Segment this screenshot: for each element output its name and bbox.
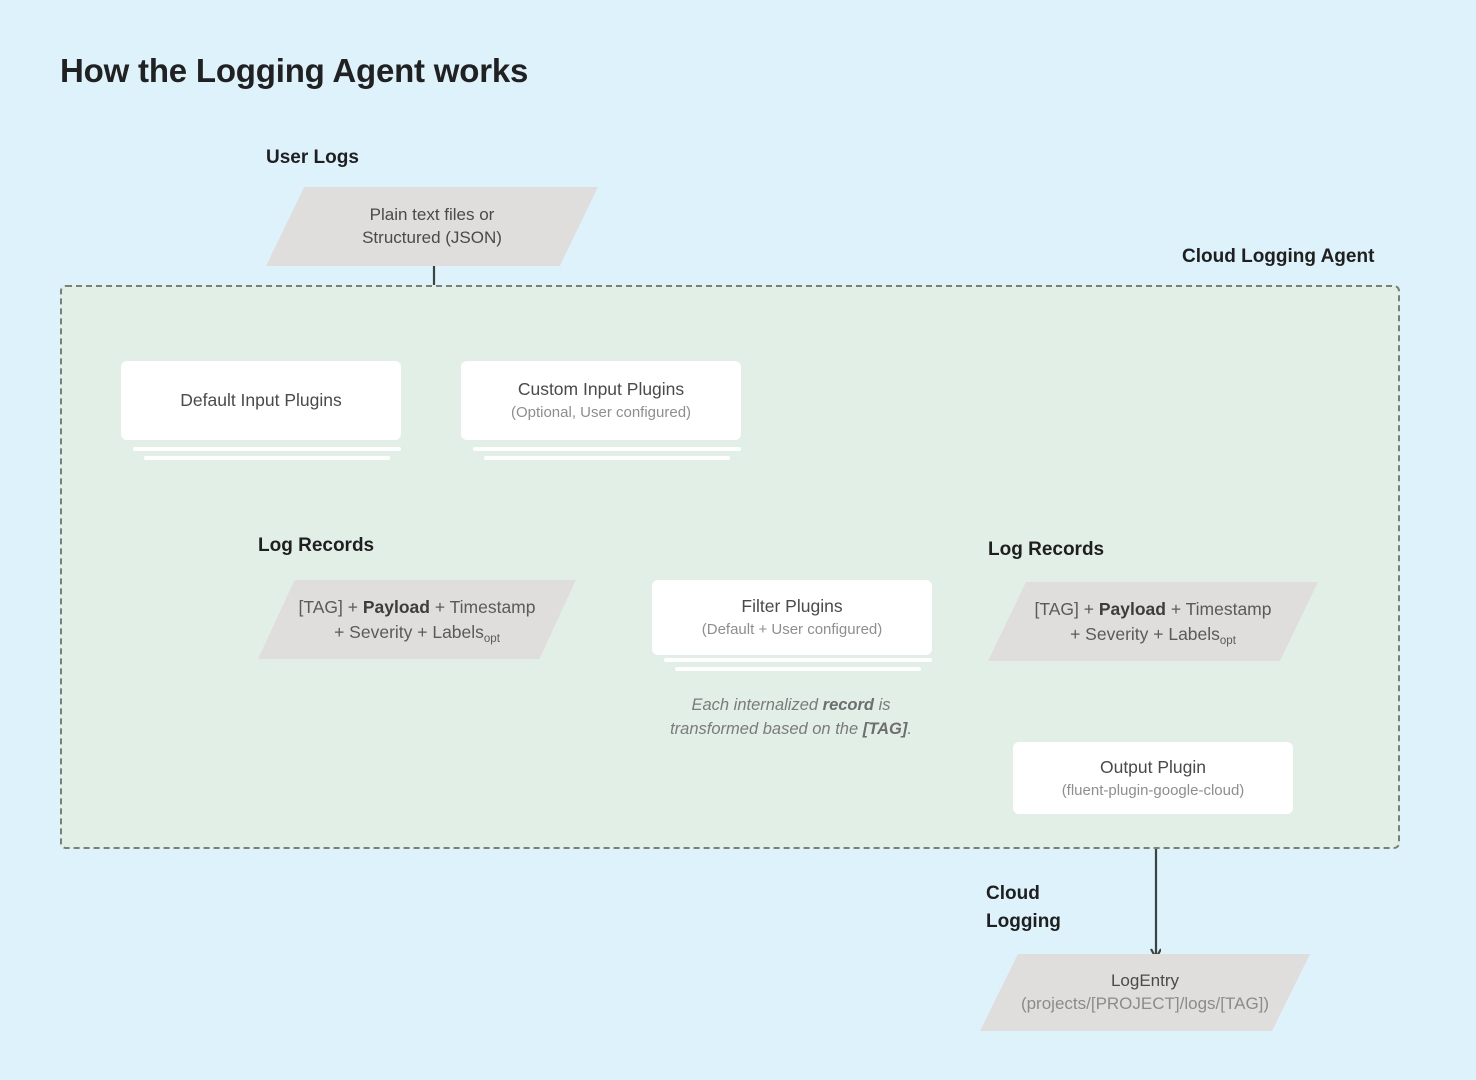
log-record-right-line2: + Severity + Labelsopt — [1070, 622, 1236, 647]
custom-input-plugins-title: Custom Input Plugins — [517, 379, 685, 400]
user-logs-source-line2: Structured (JSON) — [362, 227, 502, 247]
custom-input-plugins-subtitle: (Optional, User configured) — [510, 404, 692, 422]
log-record-left-line2-a: + Severity + Labels — [334, 621, 484, 642]
output-plugin-subtitle: (fluent-plugin-google-cloud) — [1061, 781, 1245, 799]
log-record-right-line2-a: + Severity + Labels — [1070, 623, 1220, 644]
caption-line2: transformed based on the [TAG]. — [645, 718, 937, 742]
caption-line1-record: record — [822, 696, 875, 714]
output-plugin-title: Output Plugin — [1099, 756, 1207, 777]
caption-line2-tag: [TAG] — [862, 719, 908, 738]
label-log-records-right: Log Records — [988, 539, 1105, 560]
log-record-right-line2-sub: opt — [1219, 634, 1236, 647]
label-cloud-logging-line2: Logging — [986, 910, 1061, 932]
node-output-plugin[interactable]: Output Plugin (fluent-plugin-google-clou… — [1013, 742, 1293, 814]
default-input-plugins-stack-line-1 — [133, 447, 401, 451]
label-cloud-logging: Cloud Logging — [986, 880, 1061, 935]
log-record-right-line1: [TAG] + Payload + Timestamp — [1035, 597, 1272, 622]
custom-input-plugins-stack-line-1 — [473, 447, 741, 451]
label-cloud-logging-agent: Cloud Logging Agent — [1182, 246, 1375, 267]
filter-plugins-subtitle: (Default + User configured) — [701, 621, 883, 639]
node-log-record-left[interactable]: [TAG] + Payload + Timestamp + Severity +… — [258, 580, 576, 659]
log-entry-subtitle: (projects/[PROJECT]/logs/[TAG]) — [1020, 993, 1270, 1013]
label-user-logs: User Logs — [266, 147, 359, 168]
log-entry-title: LogEntry — [1110, 970, 1180, 990]
caption-line1-c: is — [874, 696, 891, 714]
node-user-logs-source[interactable]: Plain text files or Structured (JSON) — [266, 187, 598, 266]
node-default-input-plugins[interactable]: Default Input Plugins — [121, 361, 401, 440]
filter-plugins-stack-line-1 — [664, 658, 932, 662]
default-input-plugins-stack-line-2 — [144, 456, 390, 460]
custom-input-plugins-stack-line-2 — [484, 456, 730, 460]
node-log-record-right[interactable]: [TAG] + Payload + Timestamp + Severity +… — [988, 582, 1318, 661]
filter-plugins-title: Filter Plugins — [741, 596, 843, 617]
filter-plugins-stack-line-2 — [675, 667, 921, 671]
page-title: How the Logging Agent works — [60, 52, 529, 89]
node-log-entry[interactable]: LogEntry (projects/[PROJECT]/logs/[TAG]) — [980, 954, 1310, 1031]
label-log-records-left: Log Records — [258, 535, 375, 556]
filter-transform-caption: Each internalized record is transformed … — [645, 694, 937, 742]
log-record-right-line1-payload: Payload — [1098, 598, 1166, 619]
node-filter-plugins[interactable]: Filter Plugins (Default + User configure… — [652, 580, 932, 655]
log-record-left-line1: [TAG] + Payload + Timestamp — [299, 595, 536, 620]
caption-line1-a: Each internalized — [691, 696, 823, 714]
caption-line2-c: . — [907, 719, 912, 738]
log-record-right-line1-c: + Timestamp — [1165, 598, 1272, 619]
log-record-left-line1-payload: Payload — [362, 596, 430, 617]
default-input-plugins-title: Default Input Plugins — [180, 390, 342, 411]
log-record-left-line2-sub: opt — [483, 632, 500, 645]
label-cloud-logging-line1: Cloud — [986, 883, 1040, 904]
caption-line1: Each internalized record is — [645, 694, 937, 718]
log-record-left-line1-c: + Timestamp — [429, 596, 536, 617]
log-record-left-line2: + Severity + Labelsopt — [334, 620, 500, 645]
user-logs-source-line1: Plain text files or — [369, 204, 495, 224]
log-record-right-line1-a: [TAG] + — [1034, 598, 1099, 619]
log-record-left-line1-a: [TAG] + — [298, 596, 363, 617]
node-custom-input-plugins[interactable]: Custom Input Plugins (Optional, User con… — [461, 361, 741, 440]
caption-line2-a: transformed based on the — [670, 719, 863, 738]
